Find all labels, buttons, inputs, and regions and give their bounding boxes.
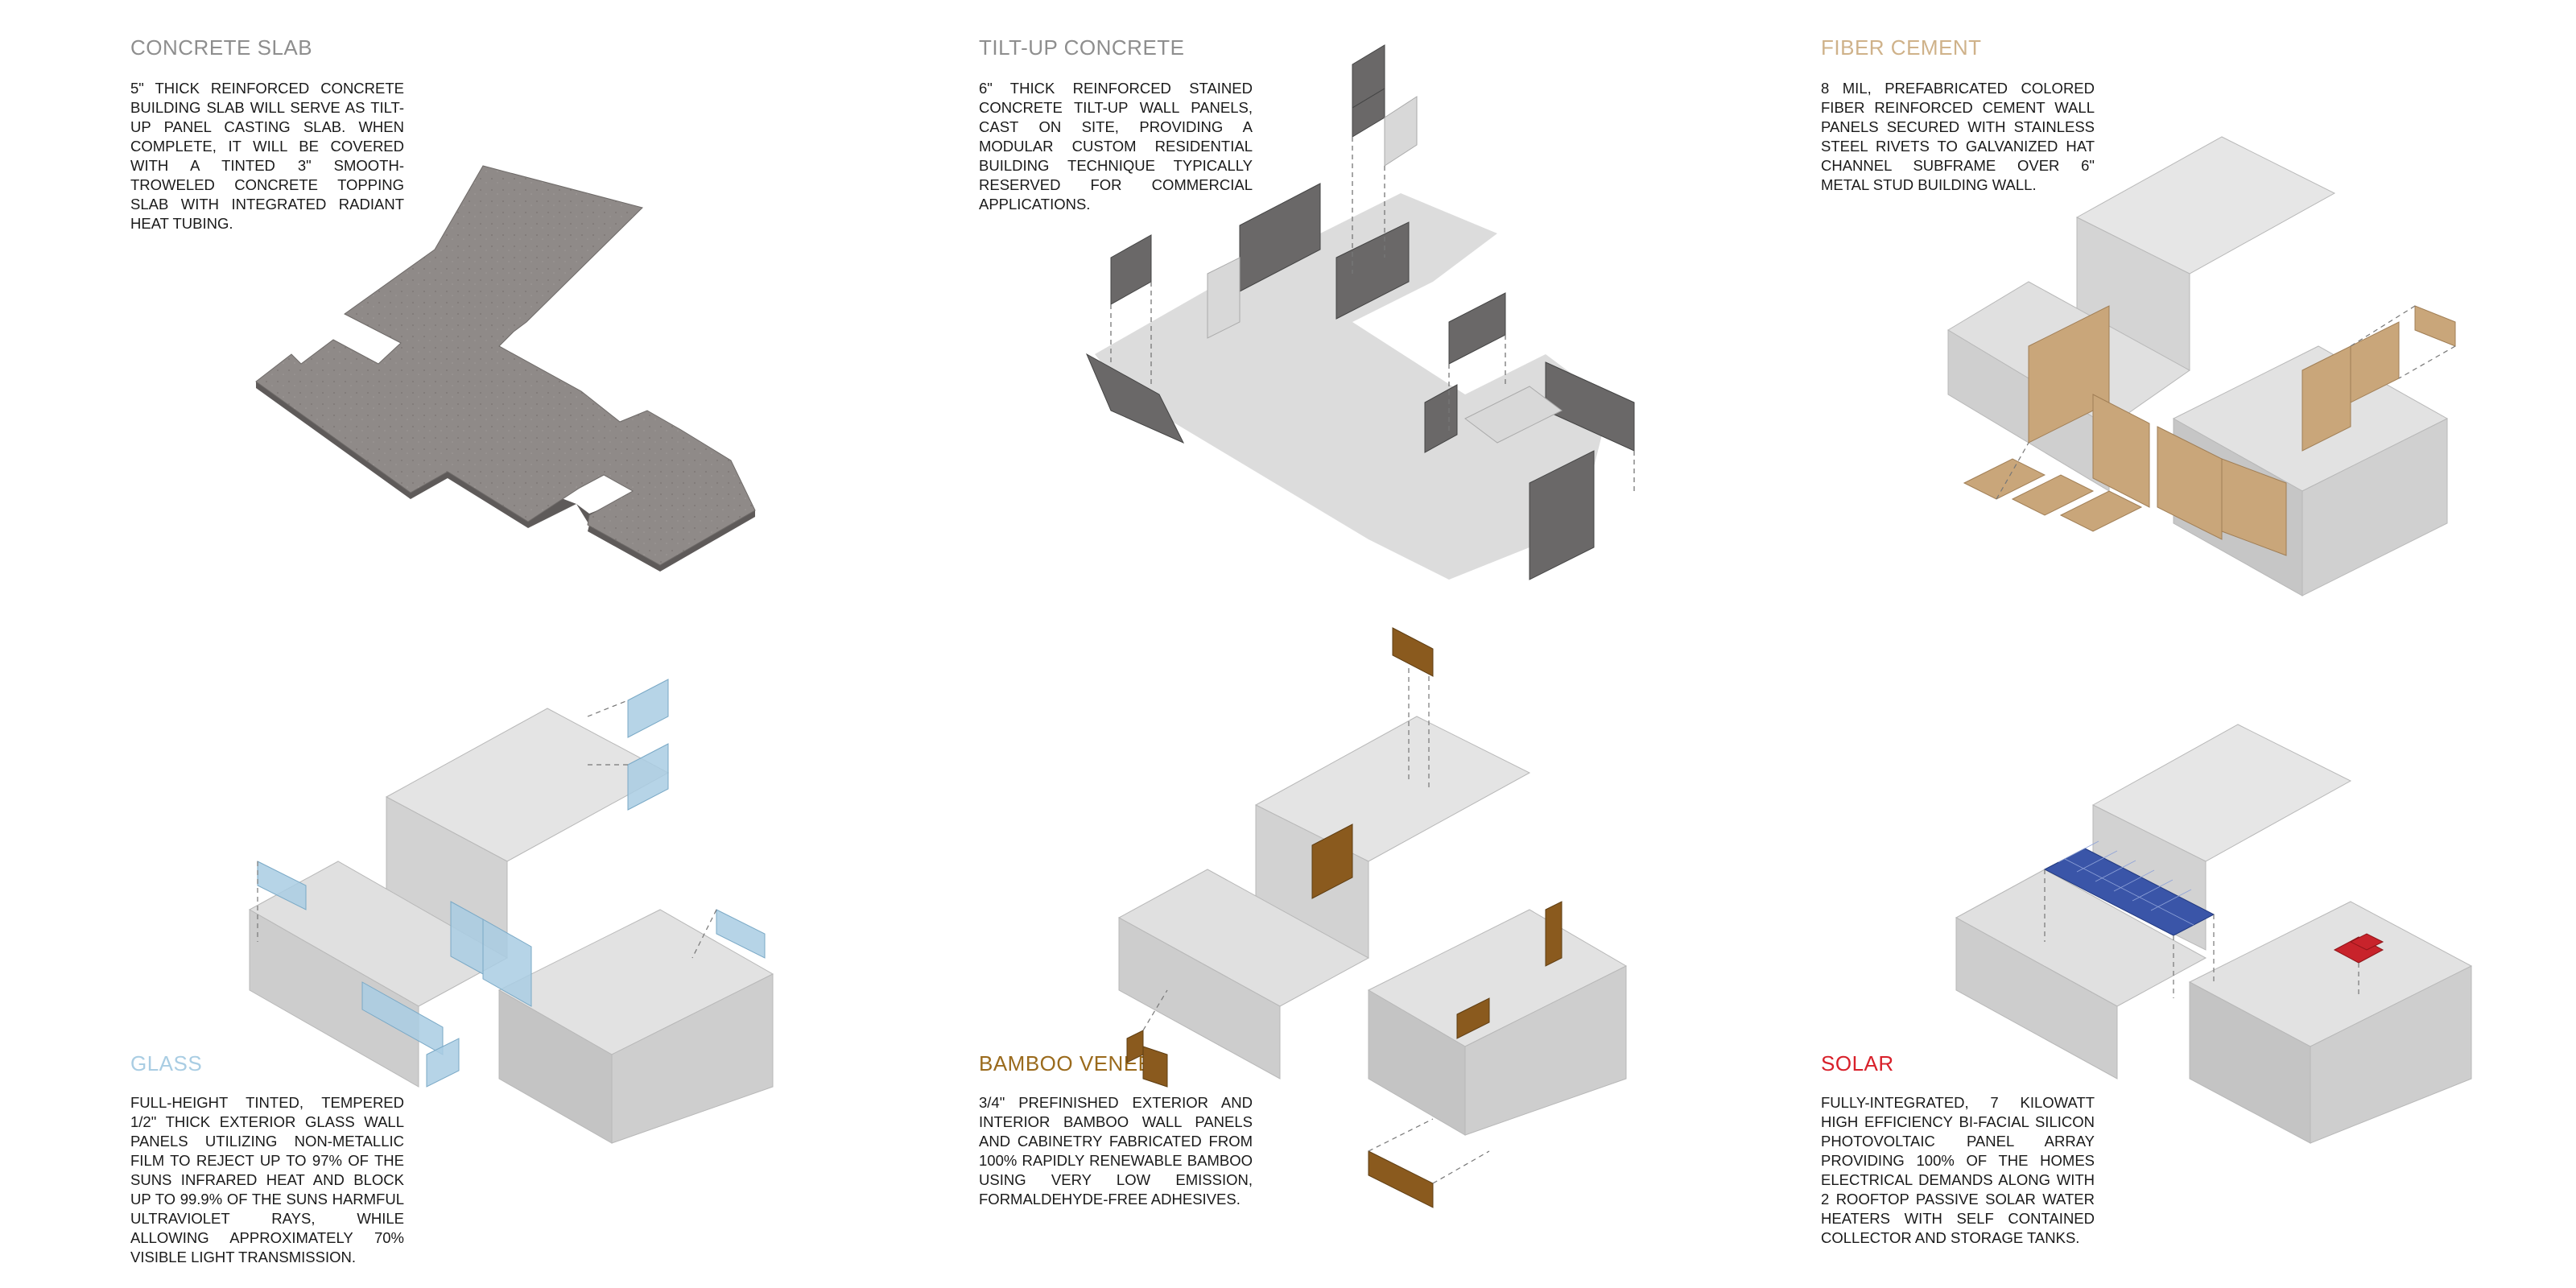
panel-description: 8 MIL, PREFABRICATED COLORED FIBER REINF… bbox=[1821, 80, 2095, 193]
fiber-cement-panels bbox=[1963, 305, 2456, 556]
panel-description: FULL-HEIGHT TINTED, TEMPERED 1/2" THICK … bbox=[130, 1094, 404, 1265]
panel-description: 3/4" PREFINISHED EXTERIOR AND INTERIOR B… bbox=[979, 1094, 1253, 1208]
fiber-cement-diagram bbox=[1947, 136, 2456, 597]
explode-guide-lines bbox=[2044, 869, 2359, 998]
slab-top bbox=[255, 165, 756, 566]
panel-description: FULLY-INTEGRATED, 7 KILOWATT HIGH EFFICI… bbox=[1821, 1094, 2095, 1246]
building-massing bbox=[1955, 724, 2473, 1144]
explode-guide-lines bbox=[1110, 137, 1635, 491]
bamboo-panels bbox=[1126, 627, 1563, 1208]
building-massing bbox=[248, 708, 774, 1144]
explode-guide-lines bbox=[1996, 305, 2456, 500]
glass-diagram bbox=[248, 679, 774, 1144]
panel-description: 6" THICK REINFORCED STAINED CONCRETE TIL… bbox=[979, 80, 1253, 213]
tilt-up-light-panels bbox=[1207, 96, 1563, 444]
tilt-up-wall-panels bbox=[1085, 44, 1635, 580]
panel-description: 5" THICK REINFORCED CONCRETE BUILDING SL… bbox=[130, 80, 404, 232]
concrete-slab-diagram bbox=[255, 165, 756, 572]
panel-title: CONCRETE SLAB bbox=[130, 35, 313, 60]
panel-title: GLASS bbox=[130, 1051, 203, 1075]
explode-guide-lines bbox=[1142, 668, 1490, 1184]
solar-diagram bbox=[1955, 724, 2473, 1144]
tilt-up-diagram bbox=[1085, 44, 1635, 580]
glass-panels bbox=[257, 679, 766, 1088]
panel-title: TILT-UP CONCRETE bbox=[979, 35, 1185, 60]
panel-title: FIBER CEMENT bbox=[1821, 35, 1982, 60]
explode-guide-lines bbox=[257, 700, 717, 959]
bamboo-veneer-diagram bbox=[1117, 627, 1628, 1208]
solar-water-heaters bbox=[2333, 933, 2384, 964]
panel-title: SOLAR bbox=[1821, 1051, 1894, 1075]
